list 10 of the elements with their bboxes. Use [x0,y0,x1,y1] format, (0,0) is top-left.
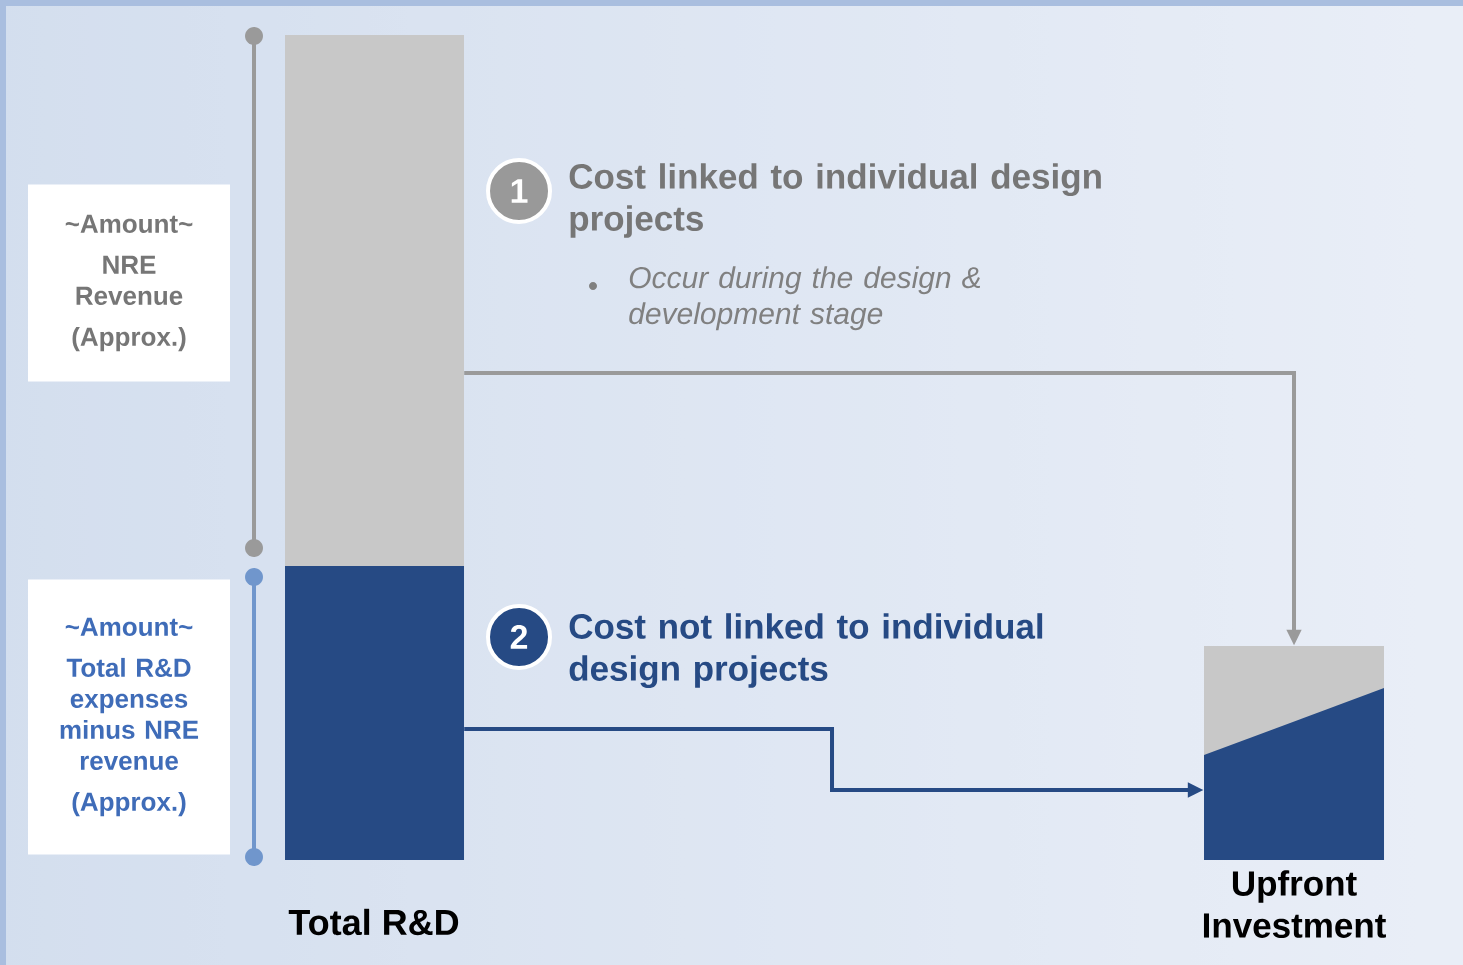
amount-box: ~Amount~ Total R&D expenses minus NRE revenue (Approx.) [28,579,230,855]
heading: Cost linked to individual design projects [569,163,1101,238]
heading: Cost not linked to individual design projects [569,613,1043,688]
bar-caption: Total R&D [288,908,459,936]
bar-segment [285,35,464,566]
number-badge: 2 [486,604,552,670]
bar-caption: Upfront Investment [1203,870,1386,938]
amount-box: ~Amount~ NRE Revenue (Approx.) [28,184,230,382]
bullet-text: Occur during the design & development stage [589,266,981,331]
number-badge: 1 [486,158,552,224]
